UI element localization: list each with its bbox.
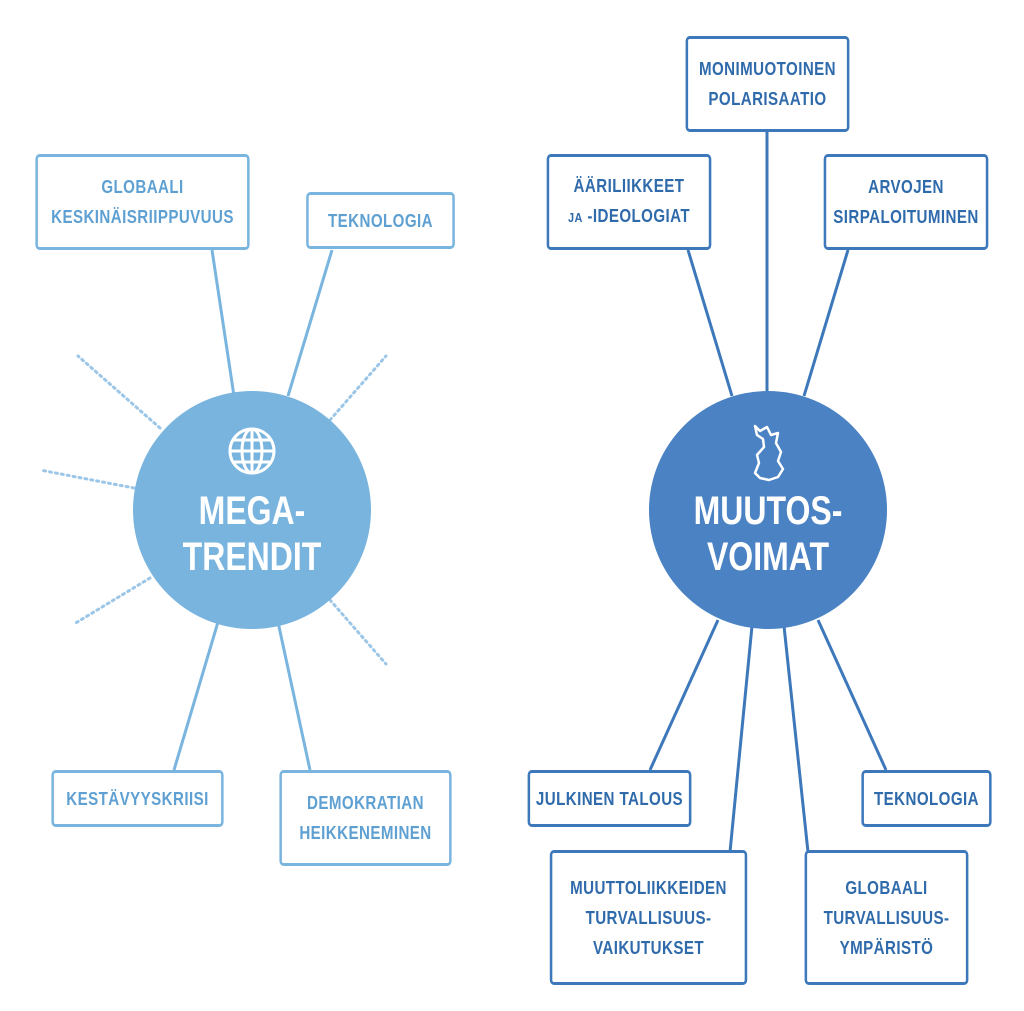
connector-muuttoliike <box>728 625 754 853</box>
ray-lower-left <box>72 576 152 626</box>
node-julkinen-talous: JULKINEN TALOUS <box>527 770 692 827</box>
node-label-line: TEKNOLOGIA <box>874 788 979 809</box>
node-label-line: YMPÄRISTÖ <box>839 937 934 958</box>
ray-left <box>38 468 136 490</box>
node-label-line: JULKINEN TALOUS <box>535 788 684 809</box>
node-label-line: JA -IDEOLOGIAT <box>568 201 690 233</box>
node-label-line: ARVOJEN <box>868 177 944 197</box>
node-aariliikkeet: ÄÄRILIIKKEET JA -IDEOLOGIAT <box>546 154 712 250</box>
connector-julkinen <box>648 619 720 771</box>
node-label-line: KESKINÄISRIIPPUVUUS <box>51 207 234 227</box>
muutosvoimat-line1: MUUTOS- <box>693 489 843 533</box>
megatrendit-line2: TRENDIT <box>182 535 322 579</box>
node-label-line: DEMOKRATIAN <box>307 793 424 813</box>
megatrendit-label: MEGA- TRENDIT <box>172 488 332 580</box>
megatrendit-hub <box>133 391 371 629</box>
connector-teknologia <box>286 249 334 397</box>
right-connectors <box>648 130 888 853</box>
globe-icon <box>228 427 276 475</box>
node-label-line: ÄÄRILIIKKEET <box>573 176 685 196</box>
megatrendit-line1: MEGA- <box>198 489 306 533</box>
node-teknologia-left: TEKNOLOGIA <box>306 192 455 249</box>
finland-map-icon <box>753 424 785 482</box>
ray-lower-right <box>328 598 388 666</box>
connector-aariliikkeet <box>686 249 734 397</box>
muutosvoimat-hub <box>649 391 887 629</box>
ray-upper-left <box>76 354 162 430</box>
node-arvojen-sirpaloituminen: ARVOJEN SIRPALOITUMINEN <box>823 154 989 250</box>
connector-globaali <box>210 249 236 397</box>
rays <box>38 354 388 666</box>
node-monimuotoinen-polarisaatio: MONIMUOTOINEN POLARISAATIO <box>685 36 850 132</box>
connector-demokratia <box>276 621 312 771</box>
muutosvoimat-line2: VOIMAT <box>706 535 830 579</box>
node-globaali-turvallisuusymparisto: GLOBAALI TURVALLISUUS- YMPÄRISTÖ <box>804 850 969 985</box>
node-kestavyyskriisi: KESTÄVYYSKRIISI <box>51 770 224 827</box>
node-globaali-keskinaisriippuvuus: GLOBAALI KESKINÄISRIIPPUVUUS <box>35 154 250 250</box>
left-connectors <box>172 249 334 771</box>
node-label-line: MONIMUOTOINEN <box>698 59 837 79</box>
node-label-line: MUUTTOLIIKKEIDEN <box>570 877 727 898</box>
connector-globaali-turv <box>782 625 810 853</box>
connector-kestavyys <box>172 621 220 771</box>
node-label-line: SIRPALOITUMINEN <box>833 207 979 227</box>
node-label-prefix: JA <box>567 210 583 225</box>
node-label-line: HEIKKENEMINEN <box>299 823 432 843</box>
node-label-line: VAIKUTUKSET <box>592 937 705 958</box>
node-label-line: GLOBAALI <box>845 877 928 898</box>
node-label-line: TURVALLISUUS- <box>585 907 712 928</box>
node-label-line: GLOBAALI <box>101 177 184 197</box>
node-label-line: POLARISAATIO <box>708 89 827 109</box>
connector-teknologia-right <box>816 619 888 771</box>
ray-upper-right <box>328 354 388 422</box>
node-teknologia-right: TEKNOLOGIA <box>861 770 992 827</box>
node-label-line: TEKNOLOGIA <box>328 210 433 231</box>
connector-arvojen <box>802 249 850 397</box>
node-muuttoliikkeiden-turvallisuusvaikutukset: MUUTTOLIIKKEIDEN TURVALLISUUS- VAIKUTUKS… <box>549 850 748 985</box>
node-demokratian-heikkeneminen: DEMOKRATIAN HEIKKENEMINEN <box>279 770 452 866</box>
node-label-line: KESTÄVYYSKRIISI <box>66 788 209 809</box>
node-label-line: TURVALLISUUS- <box>823 907 950 928</box>
node-label-suffix: -IDEOLOGIAT <box>587 206 691 226</box>
muutosvoimat-label: MUUTOS- VOIMAT <box>680 488 856 580</box>
